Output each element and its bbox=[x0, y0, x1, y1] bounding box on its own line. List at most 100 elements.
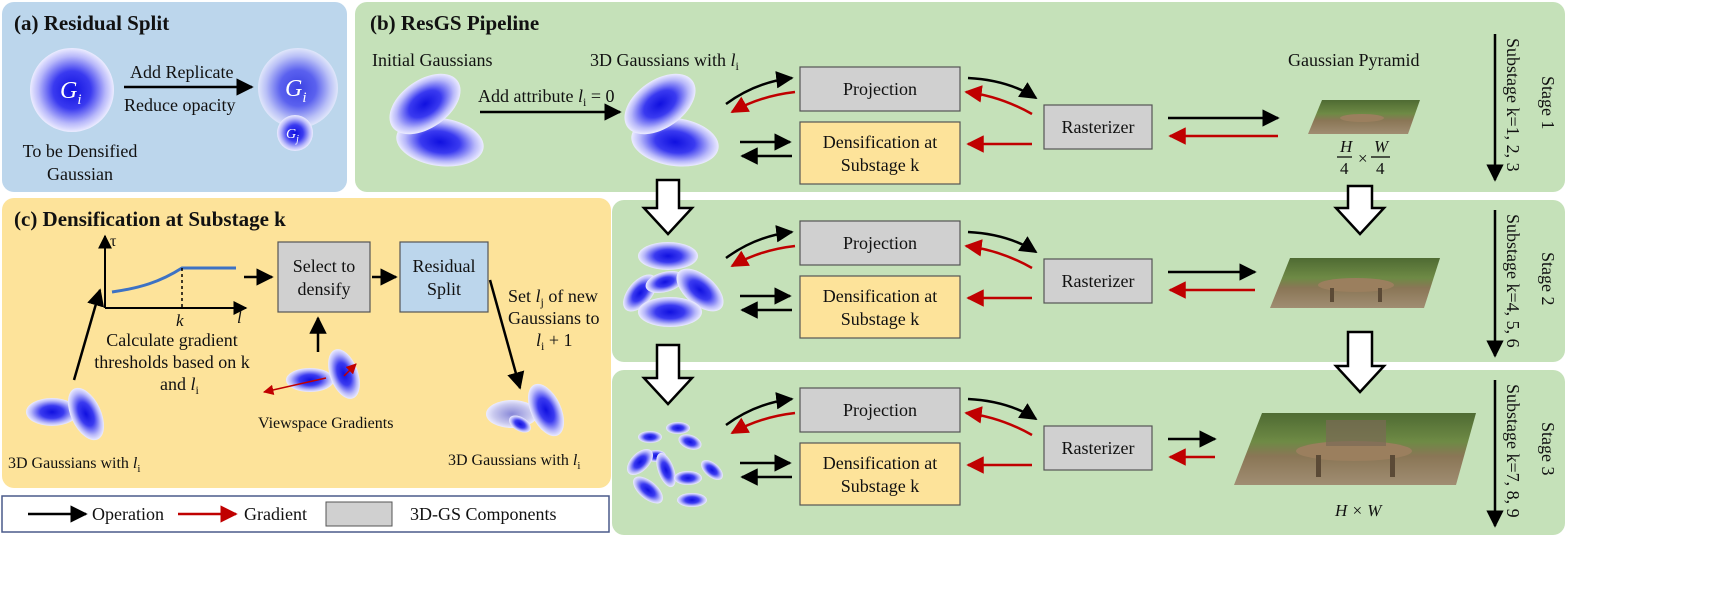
rasterizer-to-projection-gradient bbox=[964, 239, 1033, 270]
viewspace-gradient-arrow-1 bbox=[262, 377, 327, 396]
gaussian-gi-right bbox=[258, 48, 338, 128]
projection-to-rasterizer-arrow bbox=[967, 76, 1038, 100]
pyramid-image-stage1 bbox=[1308, 100, 1420, 134]
viewspace-gaussians bbox=[286, 349, 360, 399]
panel-a-background bbox=[2, 2, 347, 192]
initial-gaussians-label: Initial Gaussians bbox=[372, 50, 492, 70]
set-lj-label-2: Gaussians to bbox=[508, 308, 600, 328]
legend-box bbox=[1, 495, 610, 533]
residual-split-box bbox=[399, 241, 489, 313]
stage-label: Stage 3 bbox=[1538, 422, 1558, 476]
panel-c-title: (c) Densification at Substage k bbox=[14, 207, 286, 231]
stage-label: Stage 2 bbox=[1538, 252, 1558, 306]
initial-gaussians-shape bbox=[389, 73, 484, 167]
stage-label-group-3: Stage 3 Substage k=7, 8, 9 bbox=[1486, 380, 1558, 528]
projection-label: Projection bbox=[843, 79, 917, 99]
legend-operation-label: Operation bbox=[92, 504, 164, 524]
projection-to-rasterizer-arrow bbox=[967, 397, 1038, 421]
densification-label-2: Substage k bbox=[841, 155, 920, 175]
substage-label: Substage k=7, 8, 9 bbox=[1503, 384, 1523, 518]
stage-label: Stage 1 bbox=[1538, 76, 1558, 130]
to-be-densified-label-2: Gaussian bbox=[47, 164, 113, 184]
calc-thresholds-label-3: and li bbox=[160, 374, 200, 397]
residual-to-output-arrow bbox=[488, 279, 525, 390]
rasterizer-box bbox=[1043, 425, 1153, 471]
residual-split-label: Residual bbox=[413, 256, 476, 276]
densification-box bbox=[799, 121, 961, 185]
projection-box bbox=[799, 220, 961, 266]
rasterizer-to-projection-gradient bbox=[964, 85, 1033, 116]
plot-l-axis-label: l bbox=[237, 308, 242, 327]
gaussians-down-arrow-1 bbox=[641, 178, 695, 236]
gaussian-gi-left bbox=[30, 48, 114, 132]
pyramid-down-arrow-1 bbox=[1333, 184, 1387, 236]
gi-left-label: Gi bbox=[60, 78, 82, 108]
panel-c-input-gaussians bbox=[26, 387, 105, 441]
gaussians-to-plot-arrow bbox=[72, 288, 105, 381]
densification-label-2: Substage k bbox=[841, 476, 920, 496]
rasterizer-box bbox=[1043, 258, 1153, 304]
select-to-densify-label-2: densify bbox=[298, 279, 351, 299]
gaussian-gj bbox=[277, 115, 313, 151]
legend-gradient-label: Gradient bbox=[244, 504, 307, 524]
projection-label: Projection bbox=[843, 400, 917, 420]
projection-to-gaussians-gradient bbox=[730, 90, 796, 114]
pyramid-image-stage3 bbox=[1234, 413, 1476, 485]
set-lj-label: Set lj of new bbox=[508, 286, 598, 309]
calc-thresholds-label: Calculate gradient bbox=[106, 330, 237, 350]
substage-label: Substage k=1, 2, 3 bbox=[1503, 38, 1523, 172]
densification-label: Densification at bbox=[823, 286, 937, 306]
gj-label: Gj bbox=[286, 127, 299, 145]
panel-c-output-gaussians bbox=[486, 383, 565, 437]
calc-thresholds-label-2: thresholds based on k bbox=[94, 352, 249, 372]
pyramid-image-stage2 bbox=[1270, 258, 1440, 308]
panel-b-title: (b) ResGS Pipeline bbox=[370, 11, 539, 35]
viewspace-gradients-label: Viewspace Gradients bbox=[258, 415, 393, 432]
panel-a-title: (a) Residual Split bbox=[14, 11, 169, 35]
gaussians-down-arrow-2 bbox=[641, 343, 695, 406]
set-lj-label-3: li + 1 bbox=[536, 330, 573, 353]
densification-box bbox=[799, 275, 961, 339]
stage-label-group-1: Stage 1 Substage k=1, 2, 3 bbox=[1486, 34, 1558, 182]
to-be-densified-label: To be Densified bbox=[23, 141, 138, 161]
add-attribute-label: Add attribute li = 0 bbox=[478, 86, 615, 109]
panel-c-left-gaussians-label: 3D Gaussians with li bbox=[8, 455, 140, 475]
rasterizer-label: Rasterizer bbox=[1062, 117, 1135, 137]
add-replicate-label: Add Replicate bbox=[130, 62, 233, 82]
gaussians-with-li-label: 3D Gaussians with li bbox=[590, 50, 740, 73]
projection-to-gaussians-gradient bbox=[730, 244, 796, 268]
legend-components-label: 3D-GS Components bbox=[410, 504, 557, 524]
plot-k-tick: k bbox=[176, 311, 184, 330]
select-to-densify-box bbox=[277, 241, 371, 313]
plot-tau-label: τ bbox=[110, 233, 117, 250]
stage1-gaussians bbox=[624, 73, 719, 167]
projection-to-gaussians-gradient bbox=[730, 411, 796, 435]
substage-label: Substage k=4, 5, 6 bbox=[1503, 214, 1523, 348]
projection-box bbox=[799, 66, 961, 112]
projection-box bbox=[799, 387, 961, 433]
projection-label: Projection bbox=[843, 233, 917, 253]
densification-box bbox=[799, 442, 961, 506]
stage3-gaussians bbox=[627, 422, 723, 507]
panel-c-right-gaussians-label: 3D Gaussians with li bbox=[448, 452, 580, 472]
densification-label-2: Substage k bbox=[841, 309, 920, 329]
stage-label-group-2: Stage 2 Substage k=4, 5, 6 bbox=[1486, 210, 1558, 358]
stage3-resolution-label: H × W bbox=[1334, 501, 1383, 520]
densification-label: Densification at bbox=[823, 132, 937, 152]
projection-to-rasterizer-arrow bbox=[967, 230, 1038, 254]
reduce-opacity-label: Reduce opacity bbox=[124, 95, 235, 115]
rasterizer-box bbox=[1043, 104, 1153, 150]
residual-split-label-2: Split bbox=[427, 279, 461, 299]
rasterizer-label: Rasterizer bbox=[1062, 271, 1135, 291]
stage2-gaussians bbox=[623, 242, 724, 327]
legend-components-swatch bbox=[325, 501, 393, 527]
pyramid-down-arrow-2 bbox=[1333, 330, 1387, 394]
select-to-densify-label: Select to bbox=[293, 256, 355, 276]
rasterizer-label: Rasterizer bbox=[1062, 438, 1135, 458]
stage1-resolution-label: H 4 × W 4 bbox=[1339, 137, 1392, 178]
rasterizer-to-projection-gradient bbox=[964, 406, 1033, 437]
